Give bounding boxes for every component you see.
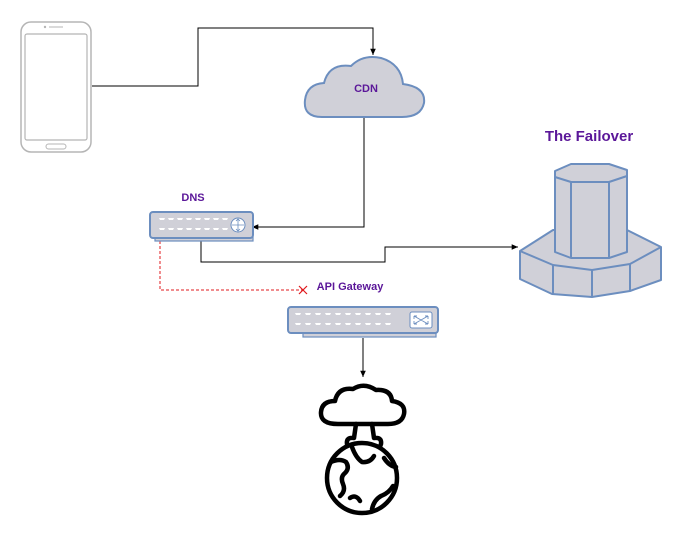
switch-icon[interactable] xyxy=(287,306,439,338)
port-indicator xyxy=(325,313,331,315)
port-indicator xyxy=(195,228,201,230)
port-indicator xyxy=(385,313,391,315)
port-indicator xyxy=(385,323,391,325)
api-gateway-label: API Gateway xyxy=(317,281,385,293)
port-indicator xyxy=(365,313,371,315)
port-indicator xyxy=(345,313,351,315)
port-indicator xyxy=(295,323,301,325)
port-indicator xyxy=(355,313,361,315)
port-indicator xyxy=(204,218,210,220)
failover-label: The Failover xyxy=(545,128,634,145)
port-indicator xyxy=(213,218,219,220)
port-indicator xyxy=(159,218,165,220)
port-indicator xyxy=(375,313,381,315)
port-indicator xyxy=(204,228,210,230)
cdn-label: CDN xyxy=(354,83,378,95)
port-indicator xyxy=(325,323,331,325)
port-indicator xyxy=(375,323,381,325)
router-ports xyxy=(159,218,228,230)
port-indicator xyxy=(177,218,183,220)
edge-dns-to-api-gateway[interactable] xyxy=(159,241,303,291)
port-indicator xyxy=(195,218,201,220)
broken-link-icon xyxy=(298,285,308,295)
port-indicator xyxy=(177,228,183,230)
edge-cdn-to-dns[interactable] xyxy=(252,117,365,230)
port-indicator xyxy=(222,218,228,220)
dns-label: DNS xyxy=(181,192,204,204)
port-indicator xyxy=(168,218,174,220)
cloud-icon[interactable] xyxy=(303,56,426,118)
port-indicator xyxy=(315,313,321,315)
port-indicator xyxy=(335,313,341,315)
port-indicator xyxy=(335,323,341,325)
port-indicator xyxy=(305,313,311,315)
edge-dns-to-failover[interactable] xyxy=(200,241,518,263)
port-indicator xyxy=(355,323,361,325)
port-indicator xyxy=(186,218,192,220)
port-indicator xyxy=(305,323,311,325)
port-indicator xyxy=(186,228,192,230)
port-indicator xyxy=(168,228,174,230)
router-icon[interactable] xyxy=(149,211,254,242)
smartphone-icon[interactable] xyxy=(20,21,92,153)
port-indicator xyxy=(213,228,219,230)
nuclear-explosion-icon[interactable] xyxy=(318,383,407,516)
port-indicator xyxy=(365,323,371,325)
port-indicator xyxy=(222,228,228,230)
edge-phone-to-cdn[interactable] xyxy=(92,27,376,87)
port-indicator xyxy=(295,313,301,315)
port-indicator xyxy=(345,323,351,325)
port-indicator xyxy=(315,323,321,325)
datacenter-tower-icon[interactable] xyxy=(519,163,662,298)
switch-ports xyxy=(295,313,391,325)
port-indicator xyxy=(159,228,165,230)
